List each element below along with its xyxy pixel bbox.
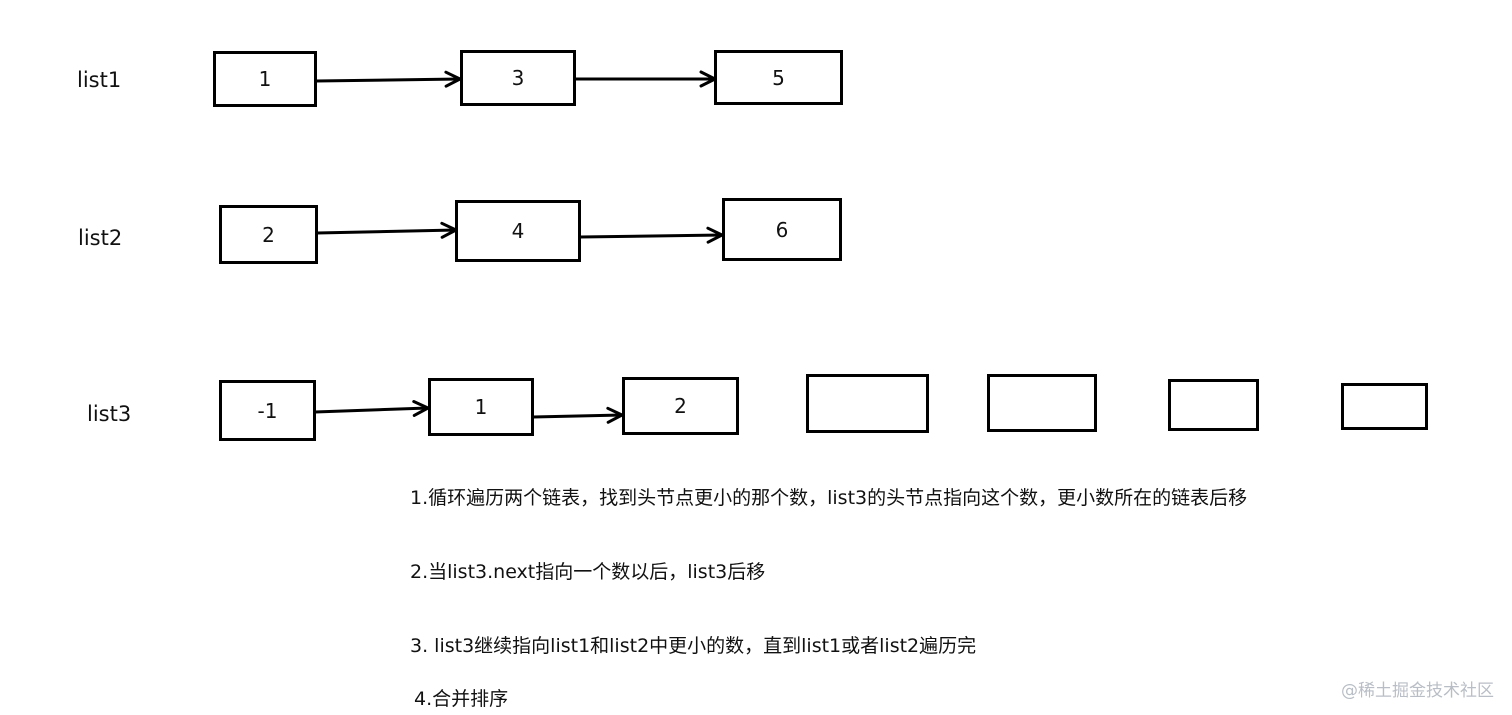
list2-node-1: 2 [219, 205, 318, 264]
list3-node-1: -1 [219, 380, 316, 441]
list3-node-5 [987, 374, 1097, 432]
list3-node-7 [1341, 383, 1428, 430]
list1-node-3: 5 [714, 50, 843, 105]
list1-node-2: 3 [460, 50, 576, 106]
step-2: 2.当list3.next指向一个数以后，list3后移 [410, 561, 766, 583]
watermark: @稀土掘金技术社区 [1341, 681, 1494, 701]
list-label-list3: list3 [87, 402, 132, 426]
list2-node-3: 6 [722, 198, 842, 261]
arrow-list1-1 [315, 70, 462, 88]
list-label-list1: list1 [77, 68, 122, 92]
arrow-list3-1 [314, 399, 430, 417]
step-1: 1.循环遍历两个链表，找到头节点更小的那个数，list3的头节点指向这个数，更小… [410, 487, 1248, 509]
arrow-list2-2 [579, 226, 724, 244]
list3-node-2: 1 [428, 378, 534, 436]
list-label-list2: list2 [78, 226, 123, 250]
list3-node-6 [1168, 379, 1259, 431]
list3-node-3: 2 [622, 377, 739, 435]
list2-node-2: 4 [455, 200, 581, 262]
list1-node-1: 1 [213, 51, 317, 107]
arrow-list3-2 [532, 406, 624, 424]
list3-node-4 [806, 374, 929, 433]
step-3: 3. list3继续指向list1和list2中更小的数，直到list1或者li… [410, 635, 977, 657]
arrow-list2-1 [316, 221, 458, 239]
step-4: 4.合并排序 [414, 688, 509, 710]
